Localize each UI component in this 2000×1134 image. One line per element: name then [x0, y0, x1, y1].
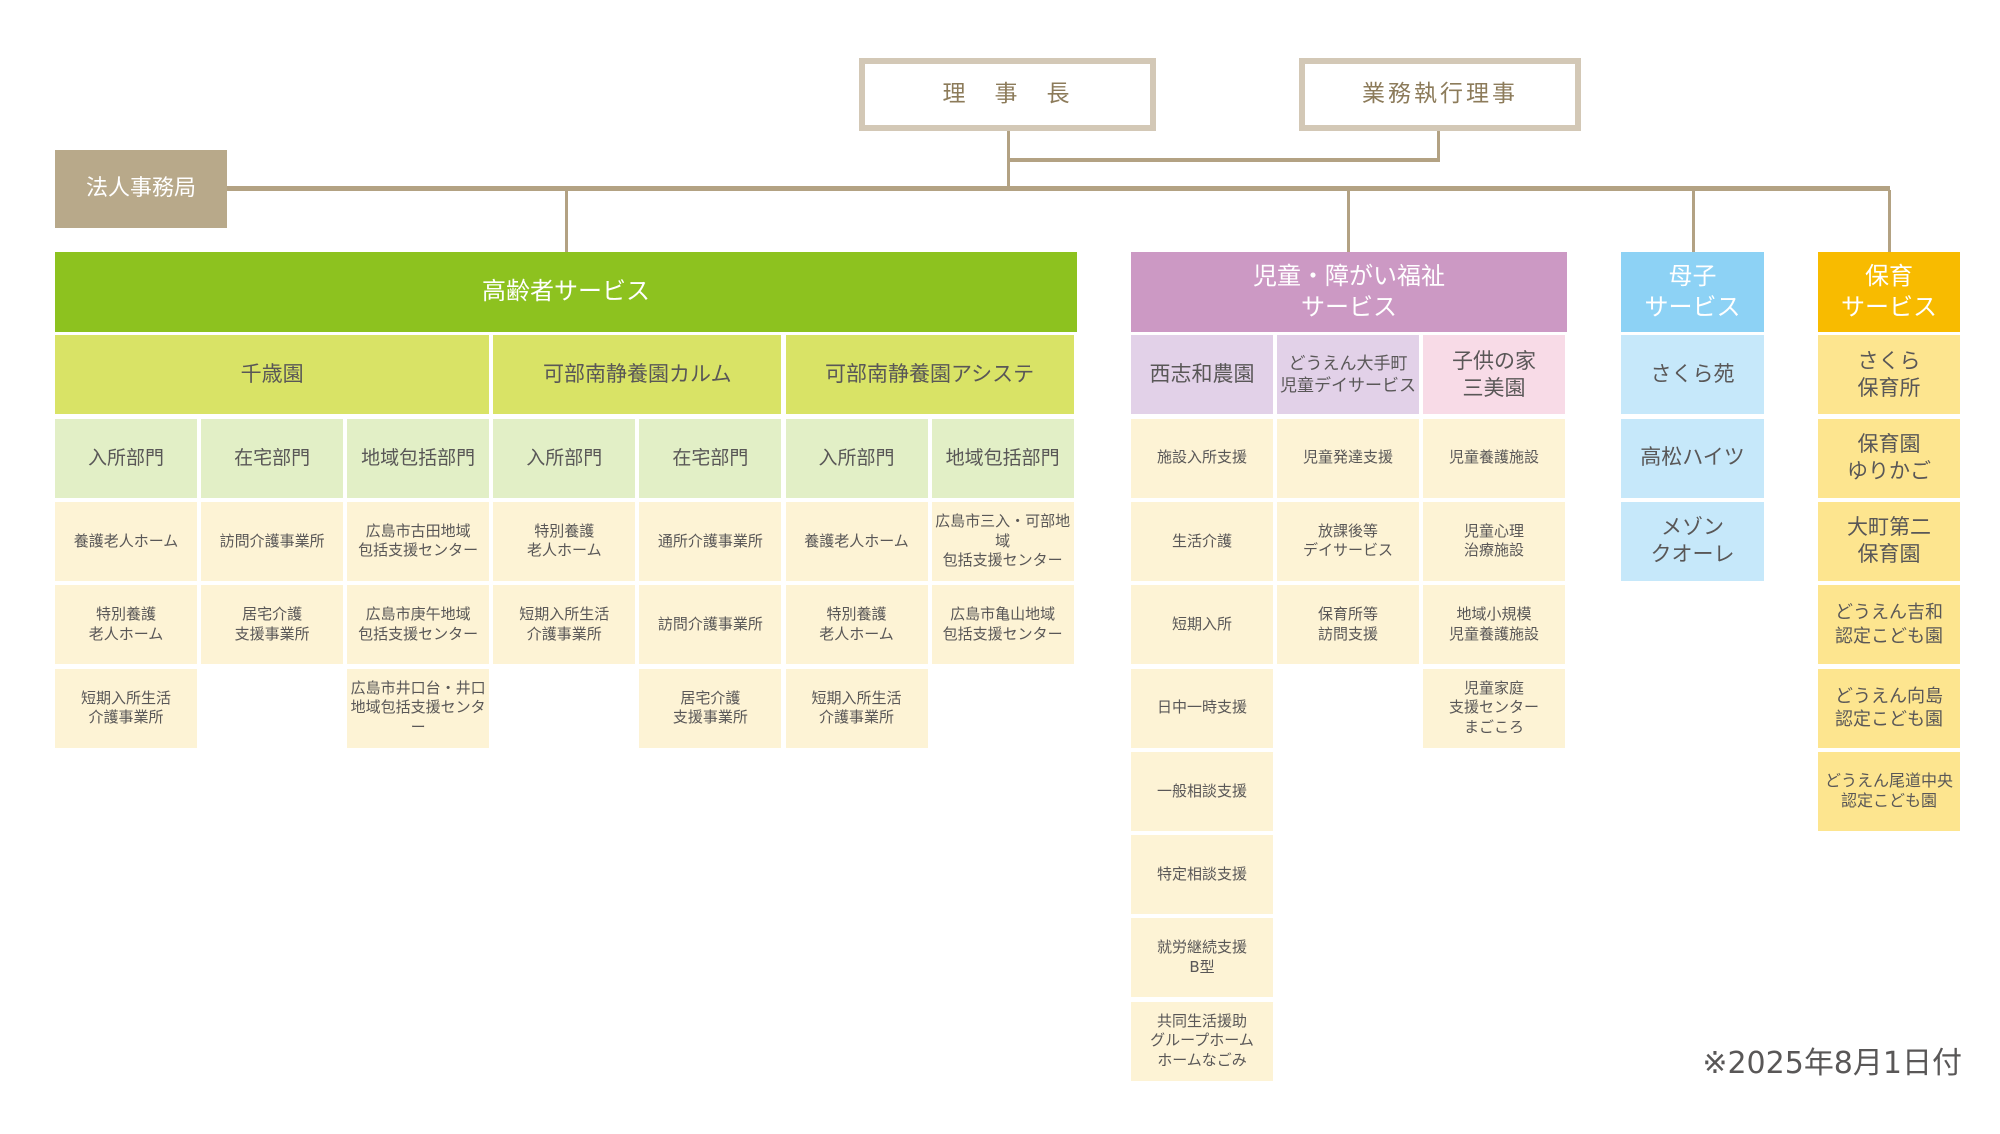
service-item: 共同生活援助 グループホーム ホームなごみ [1131, 1001, 1273, 1081]
facility-header: 可部南静養園カルム [493, 335, 782, 415]
service-item: 短期入所 [1131, 585, 1273, 665]
service-item: 居宅介護 支援事業所 [639, 668, 782, 748]
service-item: 訪問介護事業所 [201, 501, 344, 581]
facility-header: どうえん大手町 児童デイサービス [1277, 335, 1419, 415]
service-item: 訪問介護事業所 [639, 585, 782, 665]
facility-header: 子供の家 三美園 [1423, 335, 1565, 415]
service-item: 地域小規模 児童養護施設 [1423, 585, 1565, 665]
nursery-facility: 保育園 ゆりかご [1818, 418, 1960, 498]
department-header: 入所部門 [785, 418, 928, 498]
service-item: 日中一時支援 [1131, 668, 1273, 748]
branch-line-0 [565, 190, 568, 252]
service-item: 広島市井口台・井口 地域包括支援センター [347, 668, 490, 748]
chairman-box: 理 事 長 [859, 58, 1156, 131]
service-item: 養護老人ホーム [55, 501, 197, 581]
nursery-facility: どうえん吉和 認定こども園 [1818, 585, 1960, 665]
service-item: 児童心理 治療施設 [1423, 501, 1565, 581]
department-header: 在宅部門 [201, 418, 344, 498]
service-item: 児童養護施設 [1423, 418, 1565, 498]
service-item: 特別養護 老人ホーム [785, 585, 928, 665]
service-item: 通所介護事業所 [639, 501, 782, 581]
main-horizontal-line [227, 186, 1890, 191]
service-item: 広島市庚午地域 包括支援センター [347, 585, 490, 665]
branch-line-3 [1888, 190, 1891, 252]
department-header: 在宅部門 [639, 418, 782, 498]
connector-executive [1437, 131, 1440, 161]
as-of-date: ※2025年8月1日付 [1702, 1046, 1962, 1081]
mother-child-facility: メゾン クオーレ [1621, 501, 1764, 581]
service-item: 児童発達支援 [1277, 418, 1419, 498]
elderly-services-header: 高齢者サービス [55, 252, 1077, 332]
service-item: 広島市亀山地域 包括支援センター [931, 585, 1074, 665]
executive-director-box: 業務執行理事 [1299, 58, 1581, 131]
facility-header: 千歳園 [55, 335, 490, 415]
service-item: 広島市古田地域 包括支援センター [347, 501, 490, 581]
service-item: 特別養護 老人ホーム [55, 585, 197, 665]
connector-executive-horizontal [1007, 158, 1440, 162]
mother-child-facility: さくら苑 [1621, 335, 1764, 415]
service-item: 一般相談支援 [1131, 751, 1273, 831]
nursery-facility: どうえん尾道中央 認定こども園 [1818, 751, 1960, 831]
nursery-services-header: 保育 サービス [1818, 252, 1960, 332]
service-item: 保育所等 訪問支援 [1277, 585, 1419, 665]
service-item: 短期入所生活 介護事業所 [55, 668, 197, 748]
service-item: 就労継続支援 B型 [1131, 918, 1273, 998]
branch-line-1 [1347, 190, 1350, 252]
facility-header: 西志和農園 [1131, 335, 1273, 415]
service-item: 養護老人ホーム [785, 501, 928, 581]
service-item: 生活介護 [1131, 501, 1273, 581]
nursery-facility: 大町第二 保育園 [1818, 501, 1960, 581]
mother-child-facility: 高松ハイツ [1621, 418, 1764, 498]
service-item: 児童家庭 支援センター まごころ [1423, 668, 1565, 748]
service-item: 特別養護 老人ホーム [493, 501, 636, 581]
nursery-facility: さくら 保育所 [1818, 335, 1960, 415]
service-item: 居宅介護 支援事業所 [201, 585, 344, 665]
service-item: 短期入所生活 介護事業所 [493, 585, 636, 665]
service-item: 放課後等 デイサービス [1277, 501, 1419, 581]
department-header: 入所部門 [493, 418, 636, 498]
service-item: 広島市三入・可部地域 包括支援センター [931, 501, 1074, 581]
corporate-office-box: 法人事務局 [55, 150, 227, 228]
mother-child-services-header: 母子 サービス [1621, 252, 1764, 332]
service-item: 施設入所支援 [1131, 418, 1273, 498]
service-item: 特定相談支援 [1131, 835, 1273, 915]
department-header: 入所部門 [55, 418, 197, 498]
branch-line-2 [1692, 190, 1695, 252]
service-item: 短期入所生活 介護事業所 [785, 668, 928, 748]
nursery-facility: どうえん向島 認定こども園 [1818, 668, 1960, 748]
facility-header: 可部南静養園アシステ [785, 335, 1074, 415]
department-header: 地域包括部門 [347, 418, 490, 498]
child-disability-services-header: 児童・障がい福祉 サービス [1131, 252, 1567, 332]
department-header: 地域包括部門 [931, 418, 1074, 498]
